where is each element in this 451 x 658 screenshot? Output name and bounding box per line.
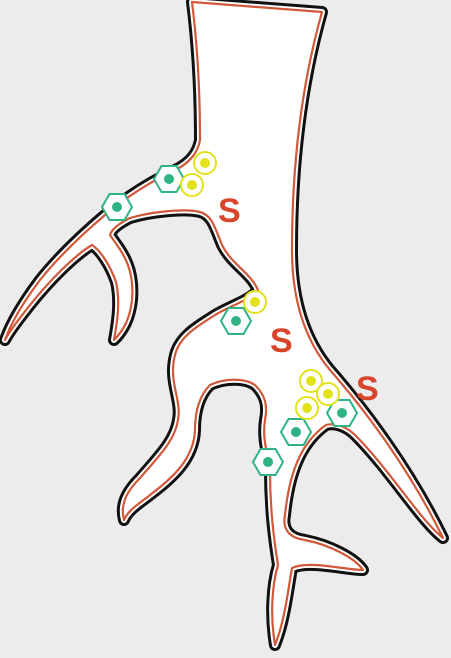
yellow-round-cell [181,174,203,196]
green-hexagon-cell [281,419,311,445]
s-label-3: S [356,370,379,408]
yellow-round-cell [296,397,318,419]
yellow-round-cell [317,383,339,405]
yellow-round-cell [244,291,266,313]
green-hexagon-cell [154,166,184,192]
green-hexagon-cell [221,308,251,334]
green-hexagon-cell [102,194,132,220]
s-label-1: S [218,192,241,230]
green-hexagon-cell [253,449,283,475]
yellow-round-cell [194,152,216,174]
s-label-2: S [270,322,293,360]
